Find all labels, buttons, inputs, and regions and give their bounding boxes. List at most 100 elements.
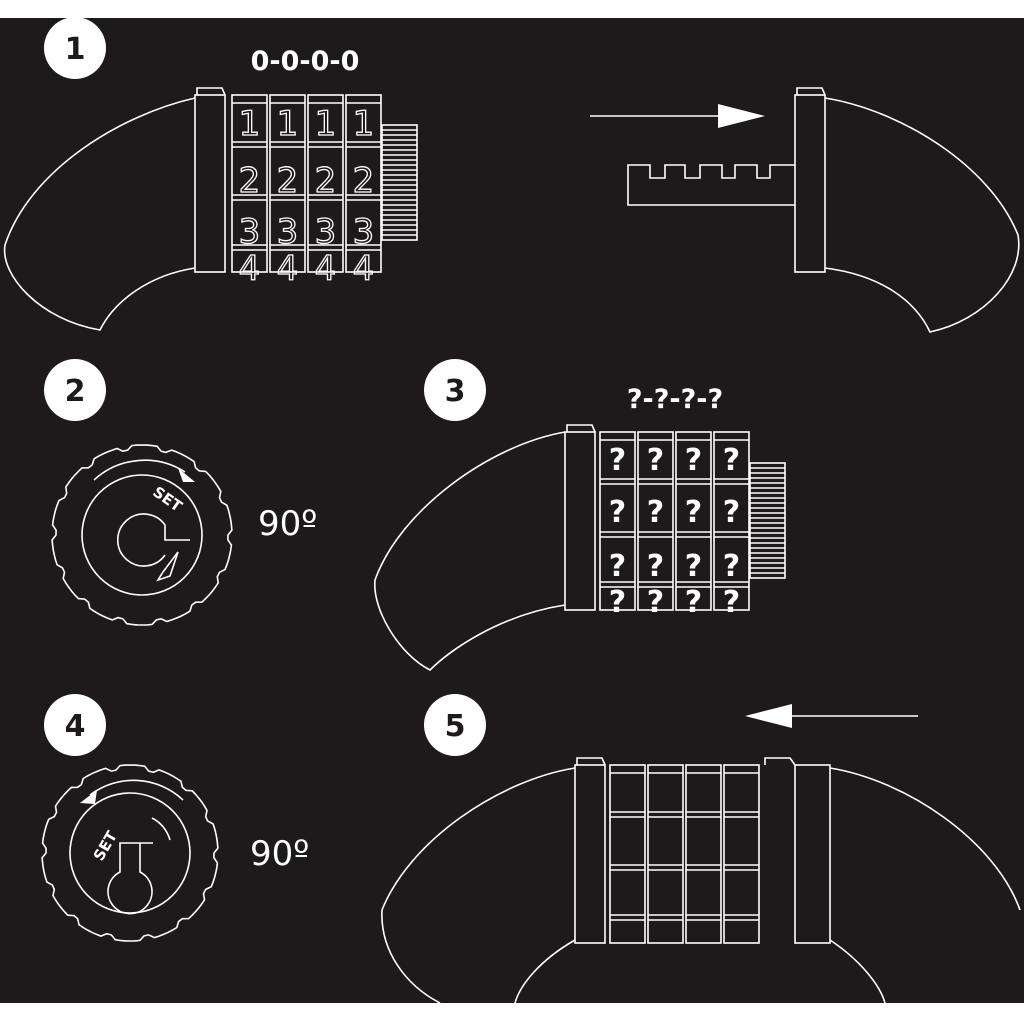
wheel-digit: 3: [239, 212, 261, 252]
dial-wheels: ????????????????: [599, 431, 750, 620]
lock-cap: [566, 424, 596, 433]
wheel-digit: 3: [315, 212, 337, 252]
key-slot-icon: [117, 513, 190, 567]
wheel-digit: 4: [239, 249, 261, 289]
lock-caps: [576, 757, 796, 766]
step-badge: [44, 17, 106, 79]
lock-handle-left: [381, 767, 576, 1004]
lock-cap: [196, 87, 226, 96]
arrow-right-head: [718, 104, 765, 128]
serration-frame: [749, 462, 786, 579]
wheel-digit: ?: [609, 443, 626, 478]
step-number: 5: [445, 709, 466, 744]
dial-wheel[interactable]: [637, 431, 674, 611]
dial-knob-outer: [51, 444, 233, 626]
wheel-digit: 4: [353, 249, 375, 289]
dial-wheel[interactable]: [723, 764, 760, 944]
lock-end-cap: [796, 87, 826, 96]
lock-body-right: [794, 764, 831, 944]
step-2: 2 SET 90º: [44, 359, 317, 626]
wheel-digit: 3: [353, 212, 375, 252]
lock-handle-right: [829, 767, 1021, 1004]
wheel-digit: 3: [277, 212, 299, 252]
dial-wheel[interactable]: [345, 94, 382, 273]
serrated-end: [381, 124, 418, 241]
wheel-digit: 2: [353, 161, 375, 201]
wheel-digit: 1: [315, 104, 337, 144]
wheel-digit: 1: [277, 104, 299, 144]
wheel-digit: ?: [647, 549, 664, 584]
dial-wheels-closed: [609, 764, 760, 944]
step-badge: [424, 359, 486, 421]
lock-handle-left: [374, 431, 566, 671]
arrow-left-head: [745, 704, 792, 728]
serrated-end: [749, 462, 786, 579]
dial-wheel[interactable]: [609, 764, 646, 944]
wheel-digit: 4: [315, 249, 337, 289]
wheel-digit: 1: [239, 104, 261, 144]
new-code: ?-?-?-?: [627, 384, 723, 415]
lock-handle-left: [3, 97, 196, 331]
step-number: 1: [65, 32, 86, 67]
wheel-digit: 2: [315, 161, 337, 201]
dial-wheel[interactable]: [599, 431, 636, 611]
reset-code: 0-0-0-0: [251, 46, 360, 77]
wheel-digit: ?: [685, 549, 702, 584]
wheel-digit: ?: [723, 549, 740, 584]
dial-wheel[interactable]: [713, 431, 750, 611]
step-badge: [424, 694, 486, 756]
wheel-digit: 4: [277, 249, 299, 289]
rotate-arrow-icon: [89, 779, 184, 801]
dial-wheel[interactable]: [685, 764, 722, 944]
wheel-digit: ?: [609, 585, 626, 620]
dial-wheel[interactable]: [307, 94, 344, 273]
wheel-digit: ?: [723, 495, 740, 530]
background: [0, 18, 1024, 1003]
step-badge: [44, 359, 106, 421]
dial-wheel[interactable]: [231, 94, 268, 273]
lock-body: [194, 94, 226, 273]
wheel-digit: ?: [647, 443, 664, 478]
rotation-angle: 90º: [258, 504, 317, 544]
dial-wheel[interactable]: [269, 94, 306, 273]
lock-end-body: [794, 94, 826, 273]
dial-wheel[interactable]: [647, 764, 684, 944]
rotate-arrow-head: [80, 790, 97, 804]
step-number: 4: [65, 709, 86, 744]
wheel-digit: ?: [647, 495, 664, 530]
lock-handle-right: [824, 97, 1020, 333]
wheel-digit: ?: [685, 495, 702, 530]
rotate-arrow-head: [178, 468, 195, 482]
step-badge: [44, 694, 106, 756]
step-5: 5: [381, 694, 1021, 1004]
lock-key-shaft: [627, 164, 795, 206]
key-slot-icon: [107, 842, 153, 915]
dial-wheel[interactable]: [675, 431, 712, 611]
step-4: 4 SET 90º: [41, 694, 309, 942]
step-number: 2: [65, 374, 86, 409]
wheel-digit: 2: [277, 161, 299, 201]
rotation-angle: 90º: [250, 834, 309, 874]
step-3: 3 ?-?-?-? ????????????????: [374, 359, 786, 671]
set-arrow-icon: [156, 551, 179, 582]
dial-knob-outer: [41, 764, 219, 942]
wheel-digit: ?: [723, 585, 740, 620]
wheel-digit: ?: [685, 585, 702, 620]
rotate-arrow-icon: [93, 459, 186, 481]
step-number: 3: [445, 374, 466, 409]
wheel-digit: ?: [723, 443, 740, 478]
wheel-digit: ?: [647, 585, 664, 620]
wheel-digit: ?: [609, 495, 626, 530]
lock-body-left: [574, 764, 606, 944]
lock-body: [564, 431, 596, 611]
set-arrow-icon: [151, 817, 171, 841]
wheel-digit: ?: [685, 443, 702, 478]
wheel-digit: 1: [353, 104, 375, 144]
serration-frame: [381, 124, 418, 241]
wheel-digit: ?: [609, 549, 626, 584]
dial-knob-inner: [81, 474, 203, 596]
